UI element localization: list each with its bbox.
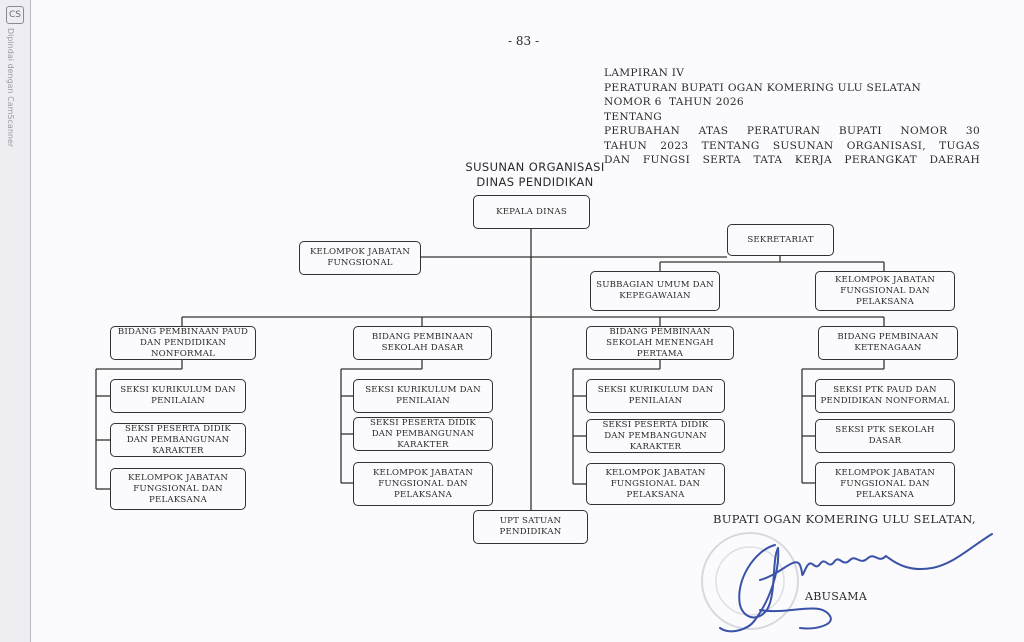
box-sekretariat: SEKRETARIAT (727, 224, 834, 256)
box-kepala-dinas: KEPALA DINAS (473, 195, 590, 229)
header-line-7: DAN FUNGSI SERTA TATA KERJA PERANGKAT DA… (604, 154, 980, 166)
box-b3-seksi-kurikulum: SEKSI KURIKULUM DAN PENILAIAN (586, 379, 725, 413)
header-line-3: NOMOR 6 TAHUN 2026 (604, 96, 744, 108)
box-b2-kelompok: KELOMPOK JABATAN FUNGSIONAL DAN PELAKSAN… (353, 462, 493, 506)
camscanner-logo: CS (6, 6, 24, 24)
box-b4-kelompok: KELOMPOK JABATAN FUNGSIONAL DAN PELAKSAN… (815, 462, 955, 506)
box-upt-satuan-pendidikan: UPT SATUAN PENDIDIKAN (473, 510, 588, 544)
scanner-margin: CS Dipindai dengan CamScanner (0, 0, 31, 642)
box-b2-seksi-peserta-didik: SEKSI PESERTA DIDIK DAN PEMBANGUNAN KARA… (353, 417, 493, 451)
box-b1-seksi-peserta-didik: SEKSI PESERTA DIDIK DAN PEMBANGUNAN KARA… (110, 423, 246, 457)
box-kelompok-jabatan-fungsional: KELOMPOK JABATAN FUNGSIONAL (299, 241, 421, 275)
box-kelompok-sekretariat: KELOMPOK JABATAN FUNGSIONAL DAN PELAKSAN… (815, 271, 955, 311)
box-bidang-paud: BIDANG PEMBINAAN PAUD DAN PENDIDIKAN NON… (110, 326, 256, 360)
box-bidang-sd: BIDANG PEMBINAAN SEKOLAH DASAR (353, 326, 492, 360)
box-subbagian-umum: SUBBAGIAN UMUM DAN KEPEGAWAIAN (590, 271, 720, 311)
official-seal-stamp (701, 532, 799, 630)
box-b4-seksi-ptk-sd: SEKSI PTK SEKOLAH DASAR (815, 419, 955, 453)
box-b3-seksi-peserta-didik: SEKSI PESERTA DIDIK DAN PEMBANGUNAN KARA… (586, 419, 725, 453)
box-b3-kelompok: KELOMPOK JABATAN FUNGSIONAL DAN PELAKSAN… (586, 463, 725, 505)
header-line-1: LAMPIRAN IV (604, 67, 685, 79)
signatory-title: BUPATI OGAN KOMERING ULU SELATAN, (713, 512, 976, 526)
box-b1-kelompok: KELOMPOK JABATAN FUNGSIONAL DAN PELAKSAN… (110, 468, 246, 510)
box-bidang-smp: BIDANG PEMBINAAN SEKOLAH MENENGAH PERTAM… (586, 326, 734, 360)
handwritten-signature (719, 533, 993, 633)
box-b2-seksi-kurikulum: SEKSI KURIKULUM DAN PENILAIAN (353, 379, 493, 413)
header-line-5: PERUBAHAN ATAS PERATURAN BUPATI NOMOR 30 (604, 125, 980, 137)
box-b1-seksi-kurikulum: SEKSI KURIKULUM DAN PENILAIAN (110, 379, 246, 413)
header-line-2: PERATURAN BUPATI OGAN KOMERING ULU SELAT… (604, 81, 922, 94)
chart-title-line-2: DINAS PENDIDIKAN (476, 175, 594, 189)
header-line-4: TENTANG (604, 110, 663, 123)
chart-title-line-1: SUSUNAN ORGANISASI (465, 160, 605, 174)
page-number: - 83 - (508, 34, 540, 48)
header-line-6: TAHUN 2023 TENTANG SUSUNAN ORGANISASI, T… (604, 139, 980, 152)
box-bidang-ketenagaan: BIDANG PEMBINAAN KETENAGAAN (818, 326, 958, 360)
camscanner-label: Dipindai dengan CamScanner (6, 28, 15, 148)
signatory-name: ABUSAMA (805, 590, 868, 603)
box-b4-seksi-ptk-paud: SEKSI PTK PAUD DAN PENDIDIKAN NONFORMAL (815, 379, 955, 413)
document-header: LAMPIRAN IV PERATURAN BUPATI OGAN KOMERI… (604, 66, 980, 168)
